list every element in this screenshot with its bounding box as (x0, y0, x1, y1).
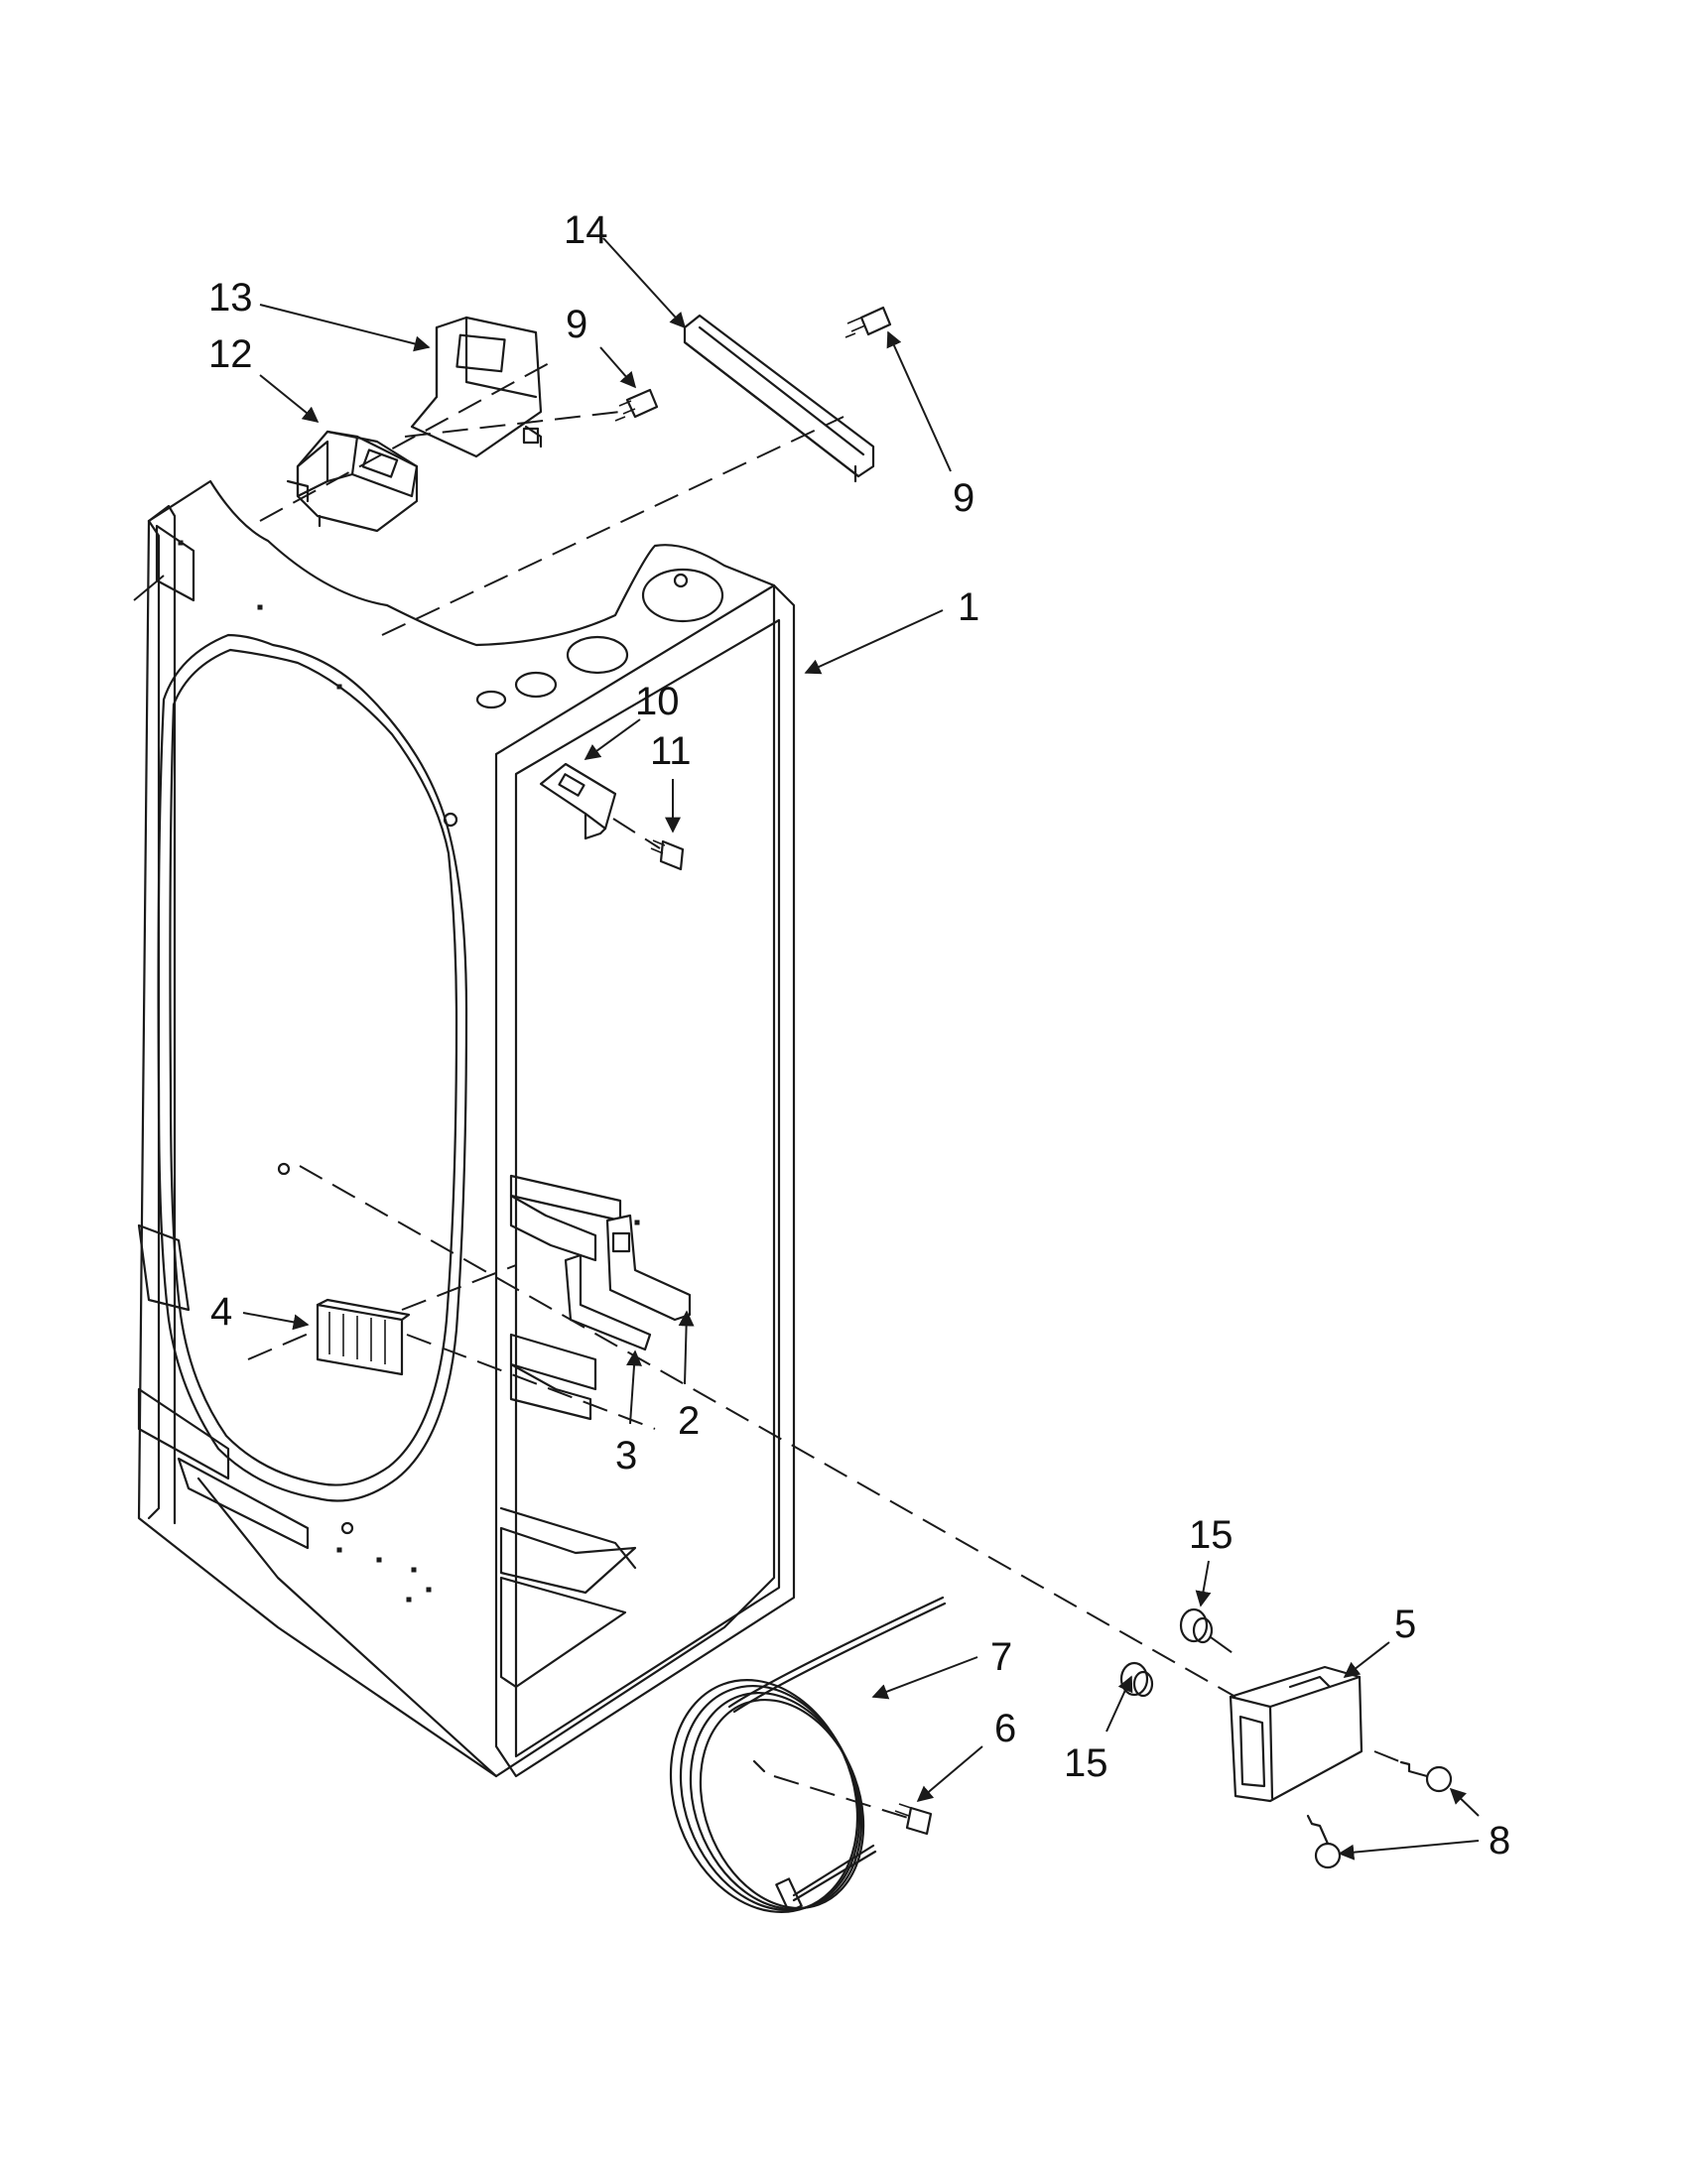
callout-11: 11 (650, 729, 692, 773)
housing-part-5 (1229, 1665, 1363, 1803)
callout-1: 1 (958, 585, 979, 629)
control-housing-part (286, 430, 419, 533)
inner-bracket-part-2 (605, 1214, 692, 1322)
grommet-part-15a (1179, 1607, 1214, 1644)
callout-14: 14 (564, 208, 608, 252)
callout-8: 8 (1489, 1819, 1510, 1863)
bracket-cover-part (410, 316, 543, 458)
leader-arrows (242, 237, 1480, 1861)
callout-15a: 15 (1189, 1513, 1234, 1557)
callout-labels: 1 2 3 4 5 6 7 8 9 9 10 11 12 13 14 15 15 (208, 208, 1510, 1863)
cabinet-liner (133, 479, 796, 1778)
tubing-part-7 (669, 1596, 947, 1913)
callout-7: 7 (990, 1635, 1012, 1679)
callout-5: 5 (1394, 1603, 1416, 1646)
callout-9a: 9 (566, 303, 587, 346)
callout-10: 10 (635, 680, 680, 723)
vent-part (316, 1298, 411, 1376)
callout-13: 13 (208, 276, 253, 320)
callout-4: 4 (210, 1290, 232, 1334)
bracket-part-10 (539, 762, 617, 840)
assembly-lines (247, 361, 1400, 1819)
rail-part (683, 314, 875, 483)
callout-2: 2 (678, 1399, 700, 1443)
callout-6: 6 (994, 1707, 1016, 1750)
callout-9b: 9 (953, 476, 974, 520)
pin-part-8b (1306, 1814, 1342, 1869)
callout-12: 12 (208, 332, 253, 376)
callout-3: 3 (615, 1434, 637, 1477)
pin-part-8a (1399, 1760, 1453, 1793)
callout-15b: 15 (1064, 1741, 1108, 1785)
screw-part-11 (650, 839, 685, 871)
screw-part-6 (894, 1803, 933, 1836)
screw-part-9a (614, 388, 659, 422)
screw-part-9b (844, 306, 892, 338)
